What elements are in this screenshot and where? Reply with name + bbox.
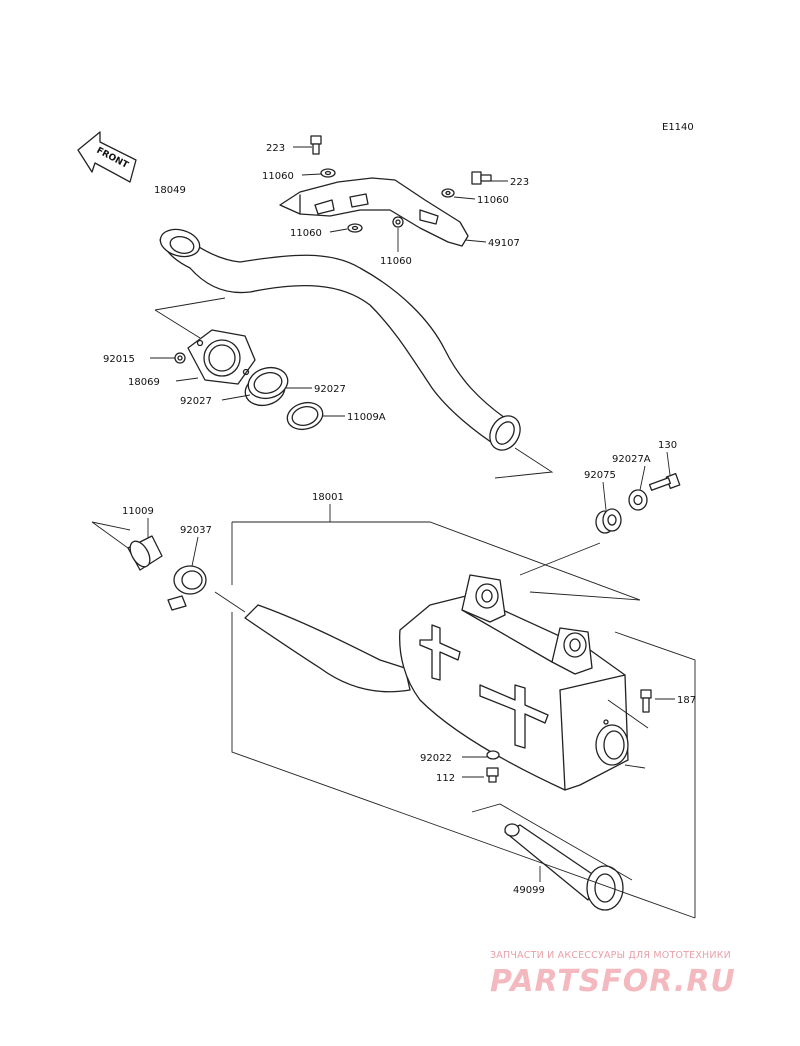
label-18049: 18049 [154,185,186,196]
label-92075: 92075 [584,470,616,481]
label-49107: 49107 [488,238,520,249]
bolt-223-top [310,135,322,155]
gasket-92027 [244,366,289,407]
label-49099: 49099 [513,885,545,896]
label-11009A: 11009A [347,412,386,423]
label-92037: 92037 [180,525,212,536]
ring-11009A [286,401,324,431]
watermark-subtitle: ЗАПЧАСТИ И АКСЕССУАРЫ ДЛЯ МОТОТЕХНИКИ [490,950,731,961]
label-11060-mid: 11060 [380,256,412,267]
diagram-code: E1140 [662,122,694,133]
bolt-223-right [471,171,492,185]
grommet-92075 [595,508,622,534]
part-labels: 223 11060 223 11060 11060 11060 49107 18… [103,143,696,896]
collar-92027A [628,489,648,511]
label-11060-right: 11060 [477,195,509,206]
front-arrow-icon: FRONT [77,131,137,183]
label-92027-right: 92027 [314,384,346,395]
label-187: 187 [677,695,696,706]
heat-guard [279,177,469,247]
exhaust-pipe [159,228,521,451]
spark-arrester [504,823,624,911]
label-18001: 18001 [312,492,344,503]
label-11009: 11009 [122,506,154,517]
bolt-130 [648,473,681,491]
label-223-right: 223 [510,177,529,188]
label-92022: 92022 [420,753,452,764]
sleeve-11009 [127,535,163,571]
washer-11060-top [320,168,336,178]
clamp-92037 [167,565,207,611]
label-130: 130 [658,440,677,451]
label-92027A: 92027A [612,454,651,465]
nut-92015 [174,352,186,364]
label-92015: 92015 [103,354,135,365]
watermark-logo: PARTSFOR.RU [490,964,736,999]
label-18069: 18069 [128,377,160,388]
label-112: 112 [436,773,455,784]
label-11060-lower: 11060 [290,228,322,239]
label-223-top: 223 [266,143,285,154]
washer-11060-right [441,188,455,198]
label-92027-left: 92027 [180,396,212,407]
washer-11060-lower [347,223,363,233]
washer-92022 [486,750,500,760]
pipe-flange [187,329,256,385]
label-11060-top: 11060 [262,171,294,182]
bolt-187 [640,689,652,713]
muffler [244,574,629,791]
washer-11060-mid [392,216,404,228]
leader-lines [91,146,696,919]
bolt-112 [486,767,499,783]
